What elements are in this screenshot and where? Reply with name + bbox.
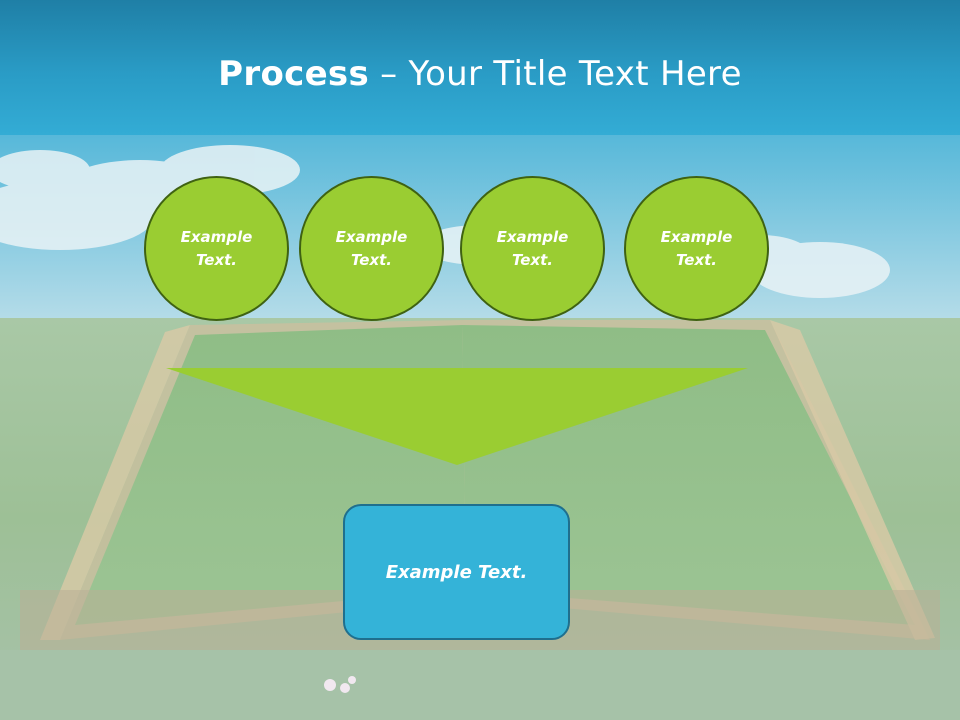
funnel-triangle[interactable] <box>166 368 748 465</box>
circle-2-line2: Text. <box>350 250 392 269</box>
circle-1-line1: Example <box>180 227 253 246</box>
circle-4-line1: Example <box>660 227 733 246</box>
result-box-text: Example Text. <box>385 561 528 583</box>
title-band <box>0 0 960 135</box>
circle-1-line2: Text. <box>195 250 237 269</box>
circle-4-line2: Text. <box>675 250 717 269</box>
title-bold-part: Process <box>218 54 370 94</box>
funnel-triangle-shape <box>166 368 748 465</box>
slide-title[interactable]: Process – Your Title Text Here <box>0 52 960 96</box>
title-rest-part: – Your Title Text Here <box>369 54 742 94</box>
circle-3-line2: Text. <box>511 250 553 269</box>
result-box[interactable]: Example Text. <box>343 504 570 640</box>
circle-3-line1: Example <box>496 227 569 246</box>
circle-2-line1: Example <box>335 227 408 246</box>
